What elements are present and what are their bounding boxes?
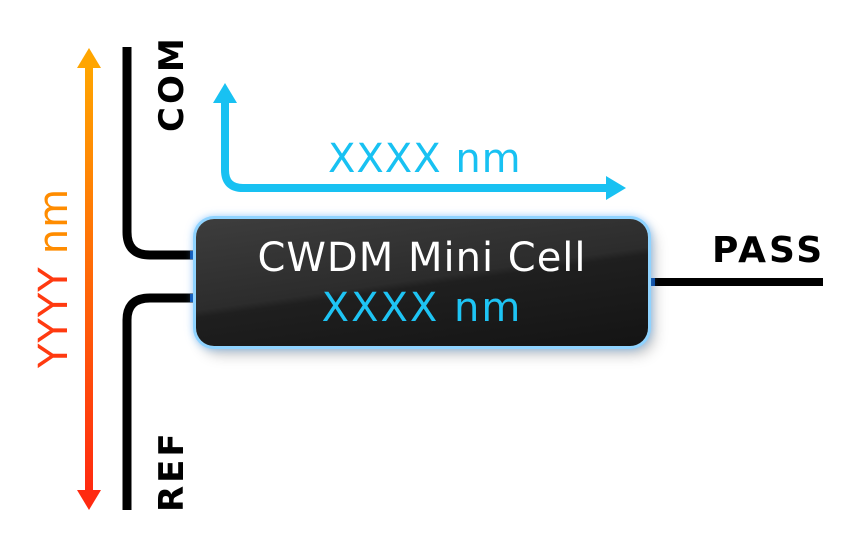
- reflect-band-arrow: [77, 48, 101, 510]
- com-fiber: [122, 47, 200, 260]
- com-connector: [190, 251, 200, 259]
- pass-band-arrow: [213, 83, 626, 200]
- pass-connector: [645, 278, 655, 286]
- arrow-down-icon: [77, 490, 101, 510]
- reflect-arrow-shaft: [85, 66, 93, 492]
- cell-title: CWDM Mini Cell: [257, 234, 587, 281]
- reflect-band-label: YYYYnm: [31, 188, 77, 369]
- ref-port-label: REF: [152, 430, 192, 512]
- arrow-up-icon: [213, 83, 237, 103]
- arrow-up-icon: [77, 48, 101, 68]
- com-port-label: COM: [152, 35, 192, 132]
- pass-arrow-path: [221, 100, 608, 192]
- pass-port-label: PASS: [712, 230, 825, 271]
- pass-band-label: XXXX nm: [328, 136, 522, 182]
- cell-wavelength: XXXX nm: [321, 284, 523, 331]
- ref-connector: [190, 294, 200, 302]
- arrow-right-icon: [606, 176, 626, 200]
- cwdm-mini-cell: CWDM Mini Cell XXXX nm: [196, 219, 648, 346]
- ref-fiber: [122, 293, 200, 510]
